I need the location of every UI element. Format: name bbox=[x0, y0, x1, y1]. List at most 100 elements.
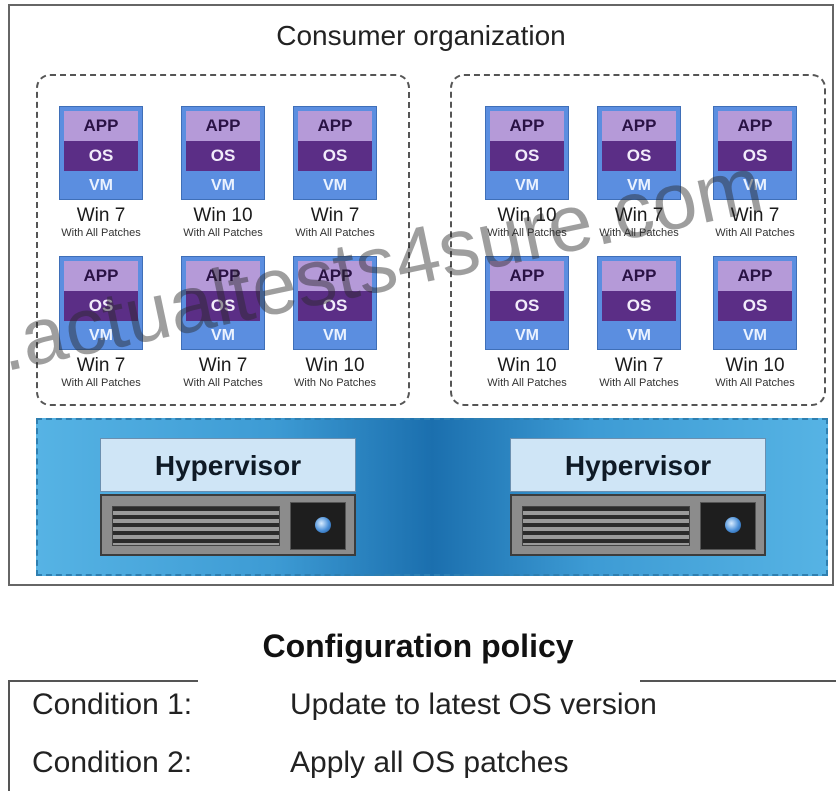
vm-layer: VM bbox=[743, 177, 767, 194]
policy-box-edge bbox=[8, 680, 10, 791]
os-layer: OS bbox=[490, 141, 564, 171]
vm-patch-status: With All Patches bbox=[61, 227, 141, 239]
vm-layer: VM bbox=[743, 327, 767, 344]
policy-divider-left bbox=[8, 680, 198, 682]
condition-text: Update to latest OS version bbox=[290, 688, 657, 721]
vm-layer: VM bbox=[515, 177, 539, 194]
vm-patch-status: With All Patches bbox=[599, 377, 679, 389]
server-icon bbox=[510, 494, 766, 556]
vm-stack-icon: APP OS VM bbox=[485, 106, 569, 200]
condition-label: Condition 2: bbox=[32, 746, 193, 779]
vm-os-name: Win 7 bbox=[614, 205, 664, 226]
consumer-organization-box: Consumer organization APP OS VM Win 7 Wi… bbox=[8, 4, 834, 586]
os-layer: OS bbox=[718, 291, 792, 321]
vm-card: APP OS VM Win 7 With All Patches bbox=[584, 106, 694, 254]
vm-os-name: Win 7 bbox=[310, 205, 360, 226]
power-led-icon bbox=[725, 517, 741, 533]
vm-os-name: Win 7 bbox=[198, 355, 248, 376]
vm-patch-status: With All Patches bbox=[183, 377, 263, 389]
policy-title: Configuration policy bbox=[262, 628, 574, 664]
policy-condition-2: Condition 2: Apply all OS patches bbox=[32, 746, 568, 780]
vm-patch-status: With All Patches bbox=[599, 227, 679, 239]
os-layer: OS bbox=[64, 141, 138, 171]
vm-patch-status: With All Patches bbox=[487, 377, 567, 389]
vm-card: APP OS VM Win 7 With All Patches bbox=[46, 106, 156, 254]
vm-layer: VM bbox=[323, 177, 347, 194]
server-front-panel bbox=[290, 502, 346, 550]
vm-card: APP OS VM Win 7 With All Patches bbox=[584, 256, 694, 404]
vm-patch-status: With All Patches bbox=[487, 227, 567, 239]
hypervisor-label: Hypervisor bbox=[510, 438, 766, 492]
os-layer: OS bbox=[490, 291, 564, 321]
vm-stack-icon: APP OS VM bbox=[597, 106, 681, 200]
vm-patch-status: With All Patches bbox=[295, 227, 375, 239]
vm-layer: VM bbox=[89, 327, 113, 344]
drive-bays bbox=[522, 506, 690, 546]
os-layer: OS bbox=[298, 291, 372, 321]
vm-os-name: Win 10 bbox=[305, 355, 365, 376]
vm-card: APP OS VM Win 10 With All Patches bbox=[168, 106, 278, 254]
os-layer: OS bbox=[602, 141, 676, 171]
os-layer: OS bbox=[64, 291, 138, 321]
vm-patch-status: With All Patches bbox=[183, 227, 263, 239]
vm-card: APP OS VM Win 10 With All Patches bbox=[472, 106, 582, 254]
server-front-panel bbox=[700, 502, 756, 550]
app-layer: APP bbox=[602, 111, 676, 141]
vm-stack-icon: APP OS VM bbox=[713, 256, 797, 350]
vm-patch-status: With All Patches bbox=[715, 377, 795, 389]
vm-layer: VM bbox=[515, 327, 539, 344]
app-layer: APP bbox=[490, 111, 564, 141]
condition-label: Condition 1: bbox=[32, 688, 193, 721]
vm-layer: VM bbox=[211, 327, 235, 344]
vm-layer: VM bbox=[211, 177, 235, 194]
os-layer: OS bbox=[602, 291, 676, 321]
vm-card: APP OS VM Win 7 With All Patches bbox=[46, 256, 156, 404]
hypervisor-label: Hypervisor bbox=[100, 438, 356, 492]
drive-bays bbox=[112, 506, 280, 546]
app-layer: APP bbox=[298, 111, 372, 141]
app-layer: APP bbox=[186, 111, 260, 141]
vm-os-name: Win 10 bbox=[725, 355, 785, 376]
hypervisor-left: Hypervisor bbox=[100, 438, 356, 556]
vm-os-name: Win 10 bbox=[497, 355, 557, 376]
vm-layer: VM bbox=[89, 177, 113, 194]
policy-condition-1: Condition 1: Update to latest OS version bbox=[32, 688, 657, 722]
app-layer: APP bbox=[490, 261, 564, 291]
organization-title: Consumer organization bbox=[276, 20, 566, 51]
vm-layer: VM bbox=[627, 327, 651, 344]
hypervisor-layer: Hypervisor Hypervisor bbox=[36, 418, 828, 576]
vm-stack-icon: APP OS VM bbox=[293, 256, 377, 350]
os-layer: OS bbox=[186, 291, 260, 321]
vm-card: APP OS VM Win 7 With All Patches bbox=[700, 106, 810, 254]
vm-card: APP OS VM Win 10 With All Patches bbox=[472, 256, 582, 404]
server-icon bbox=[100, 494, 356, 556]
power-led-icon bbox=[315, 517, 331, 533]
app-layer: APP bbox=[298, 261, 372, 291]
app-layer: APP bbox=[64, 111, 138, 141]
app-layer: APP bbox=[64, 261, 138, 291]
app-layer: APP bbox=[718, 261, 792, 291]
vm-card: APP OS VM Win 10 With All Patches bbox=[700, 256, 810, 404]
vm-os-name: Win 10 bbox=[193, 205, 253, 226]
vm-os-name: Win 7 bbox=[730, 205, 780, 226]
vm-os-name: Win 7 bbox=[76, 355, 126, 376]
vm-layer: VM bbox=[323, 327, 347, 344]
vm-stack-icon: APP OS VM bbox=[181, 106, 265, 200]
app-layer: APP bbox=[602, 261, 676, 291]
vm-patch-status: With No Patches bbox=[294, 377, 376, 389]
app-layer: APP bbox=[718, 111, 792, 141]
vm-group-left: APP OS VM Win 7 With All Patches APP OS … bbox=[36, 74, 410, 406]
vm-stack-icon: APP OS VM bbox=[713, 106, 797, 200]
os-layer: OS bbox=[186, 141, 260, 171]
vm-stack-icon: APP OS VM bbox=[597, 256, 681, 350]
app-layer: APP bbox=[186, 261, 260, 291]
vm-stack-icon: APP OS VM bbox=[59, 256, 143, 350]
os-layer: OS bbox=[298, 141, 372, 171]
condition-text: Apply all OS patches bbox=[290, 746, 569, 779]
vm-card: APP OS VM Win 7 With All Patches bbox=[280, 106, 390, 254]
vm-stack-icon: APP OS VM bbox=[181, 256, 265, 350]
os-layer: OS bbox=[718, 141, 792, 171]
vm-os-name: Win 10 bbox=[497, 205, 557, 226]
vm-stack-icon: APP OS VM bbox=[485, 256, 569, 350]
vm-stack-icon: APP OS VM bbox=[293, 106, 377, 200]
